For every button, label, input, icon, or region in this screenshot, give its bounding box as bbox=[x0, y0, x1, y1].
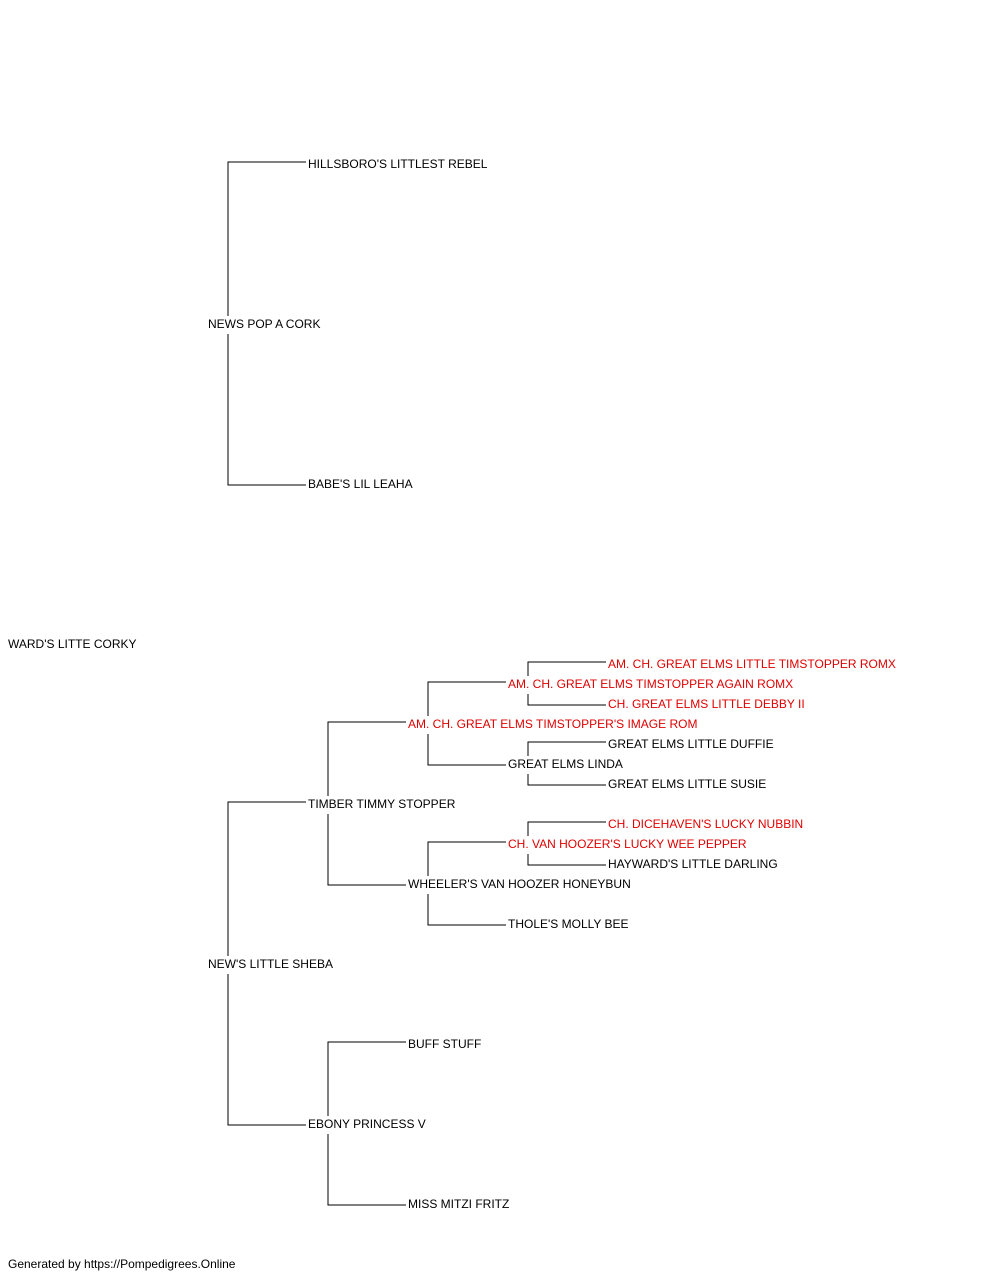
connector-great-elms-linda bbox=[527, 741, 606, 786]
dam-dam-dam-name: MISS MITZI FRITZ bbox=[408, 1197, 510, 1211]
dam-sire-name: TIMBER TIMMY STOPPER bbox=[308, 797, 456, 811]
dam-sire-sire-name: AM. CH. GREAT ELMS TIMSTOPPER'S IMAGE RO… bbox=[408, 717, 698, 731]
connector-honeybun bbox=[427, 841, 506, 926]
dam-dam-sire-name: BUFF STUFF bbox=[408, 1037, 482, 1051]
connector-news-little-sheba bbox=[227, 801, 306, 1126]
g5-little-susie-name: GREAT ELMS LITTLE SUSIE bbox=[608, 777, 767, 791]
connector-timber-timmy-stopper bbox=[327, 721, 406, 886]
footer-credit: Generated by https://Pompedigrees.Online bbox=[8, 1257, 236, 1271]
g5-lucky-nubbin-name: CH. DICEHAVEN'S LUCKY NUBBIN bbox=[608, 817, 804, 831]
g5-little-darling-name: HAYWARD'S LITTLE DARLING bbox=[608, 857, 778, 871]
g5-little-duffie-name: GREAT ELMS LITTLE DUFFIE bbox=[608, 737, 774, 751]
dam-sire-dam-name: WHEELER'S VAN HOOZER HONEYBUN bbox=[408, 877, 631, 891]
connector-timstopper-again bbox=[527, 661, 606, 706]
g5-little-debby-name: CH. GREAT ELMS LITTLE DEBBY II bbox=[608, 697, 805, 711]
dam-dam-name: EBONY PRINCESS V bbox=[308, 1117, 426, 1131]
dam-sire-dam-dam-name: THOLE'S MOLLY BEE bbox=[508, 917, 629, 931]
sire-dam-name: BABE'S LIL LEAHA bbox=[308, 477, 413, 491]
dam-sire-sire-sire-name: AM. CH. GREAT ELMS TIMSTOPPER AGAIN ROMX bbox=[508, 677, 794, 691]
sire-sire-name: HILLSBORO'S LITTLEST REBEL bbox=[308, 157, 488, 171]
connector-news-pop-a-cork bbox=[227, 161, 306, 486]
connector-lucky-wee-pepper bbox=[527, 821, 606, 866]
dam-sire-dam-sire-name: CH. VAN HOOZER'S LUCKY WEE PEPPER bbox=[508, 837, 747, 851]
connector-ebony-princess bbox=[327, 1041, 406, 1206]
dam-name: NEW'S LITTLE SHEBA bbox=[208, 957, 333, 971]
dam-sire-sire-dam-name: GREAT ELMS LINDA bbox=[508, 757, 623, 771]
connector-image-rom bbox=[427, 681, 506, 766]
sire-name: NEWS POP A CORK bbox=[208, 317, 321, 331]
subject-name: WARD'S LITTE CORKY bbox=[8, 637, 137, 651]
g5-timstopper-romx-name: AM. CH. GREAT ELMS LITTLE TIMSTOPPER ROM… bbox=[608, 657, 896, 671]
